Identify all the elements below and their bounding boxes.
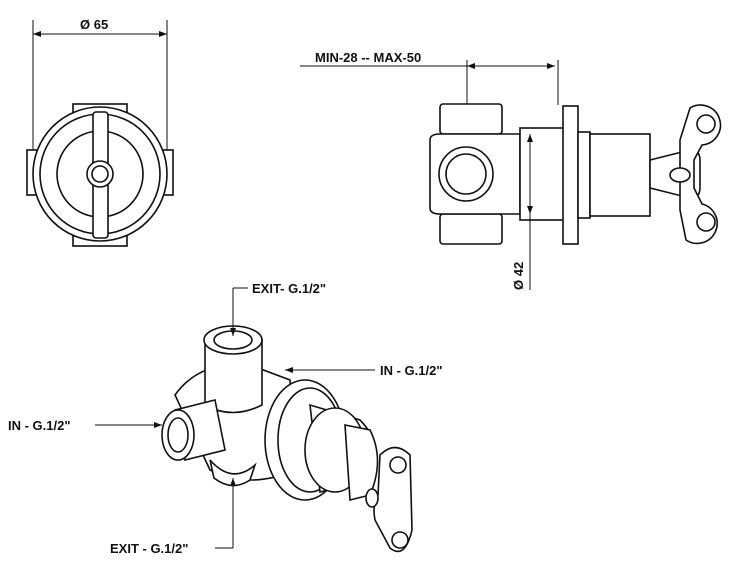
isometric-view: EXIT- G.1/2" IN - G.1/2" IN - G.1/2" EXI… — [8, 281, 443, 556]
callout-in-left: IN - G.1/2" — [8, 418, 71, 433]
callout-exit-top: EXIT- G.1/2" — [252, 281, 326, 296]
dimension-body-diameter: Ø 42 — [511, 262, 526, 290]
dimension-depth-range: MIN-28 -- MAX-50 — [315, 50, 421, 65]
callout-exit-bottom: EXIT - G.1/2" — [110, 541, 188, 556]
dimension-front-diameter: Ø 65 — [80, 17, 108, 32]
callout-in-right: IN - G.1/2" — [380, 363, 443, 378]
side-view: MIN-28 -- MAX-50 Ø 42 — [300, 50, 722, 290]
front-view: Ø 65 — [26, 17, 174, 247]
